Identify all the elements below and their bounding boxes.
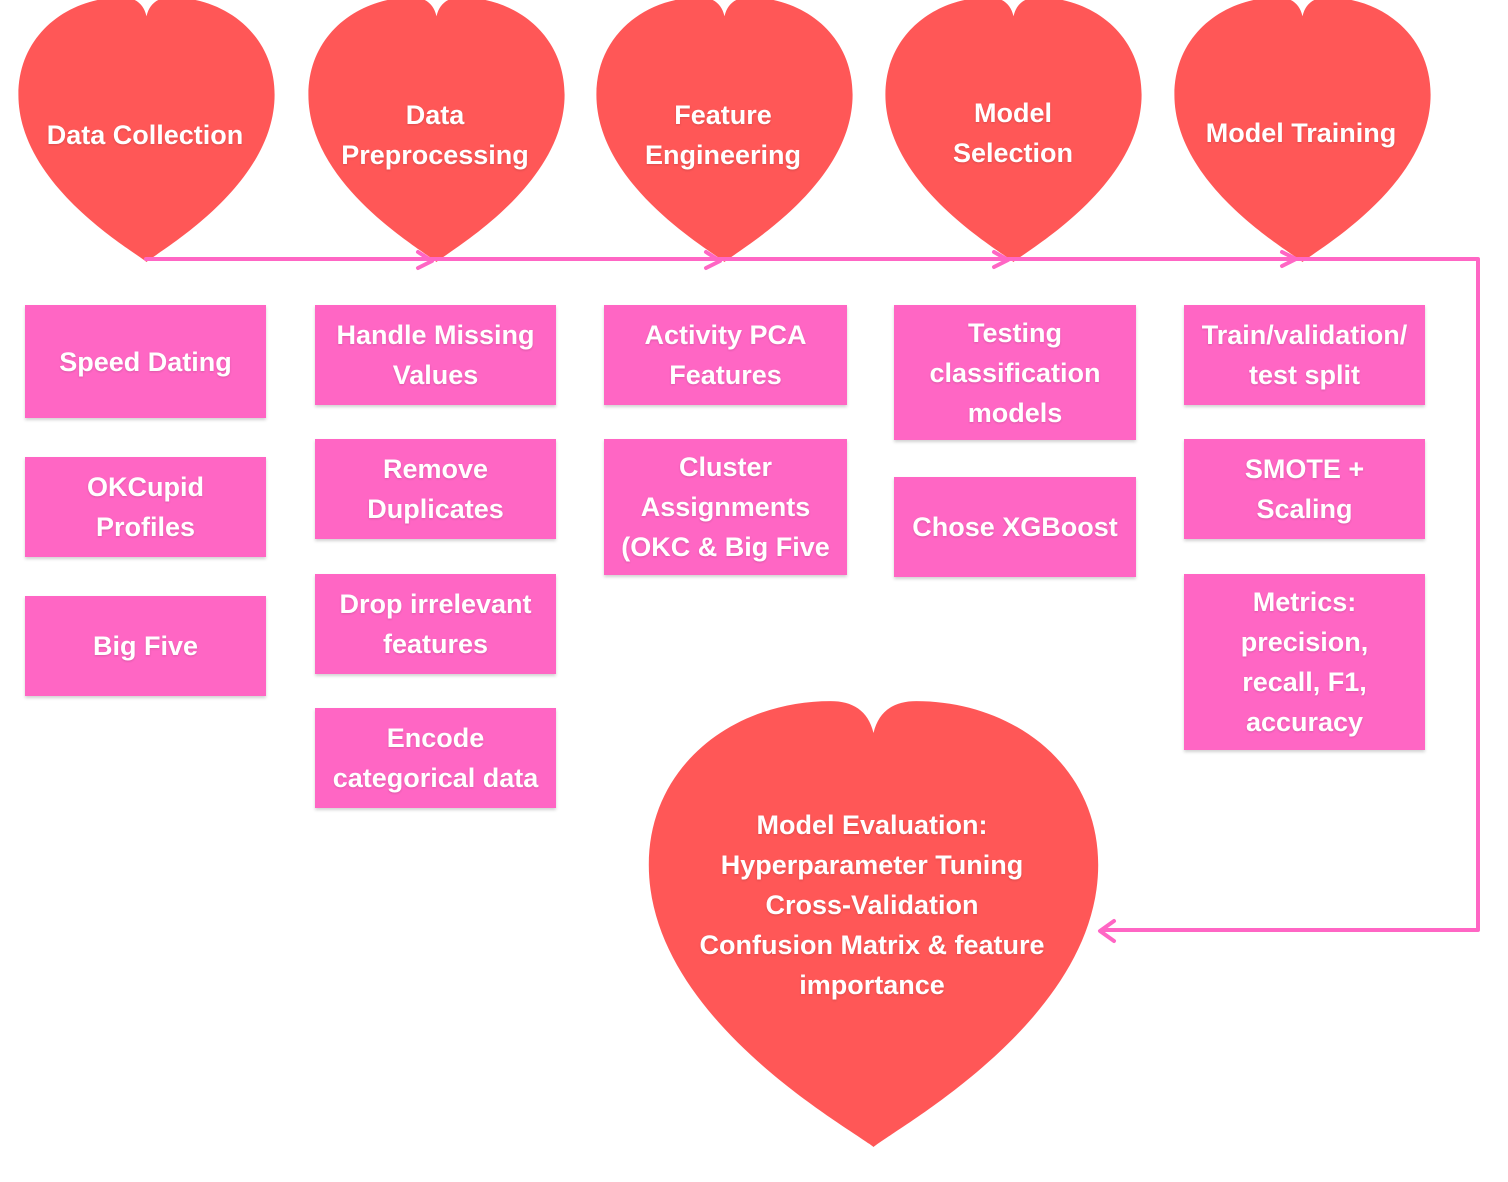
stage-label-data-collection: Data Collection <box>46 120 244 150</box>
stage-label-feature-engineering: Feature Engineering <box>644 100 801 170</box>
step-box-okcupid-profiles: OKCupid Profiles <box>25 457 266 557</box>
step-box-chose-xgboost: Chose XGBoost <box>894 477 1136 577</box>
step-box-metrics: Metrics: precision, recall, F1, accuracy <box>1184 574 1425 750</box>
step-box-testing-classification-models: Testing classification models <box>894 305 1136 440</box>
step-box-handle-missing-values: Handle Missing Values <box>315 305 556 405</box>
step-box-drop-irrelevant-features: Drop irrelevant features <box>315 574 556 674</box>
stage-label-data-preprocessing: Data Preprocessing <box>341 100 529 170</box>
arrow-head-evaluation <box>1098 919 1116 943</box>
step-box-cluster-assignments: Cluster Assignments (OKC & Big Five <box>604 439 847 575</box>
step-box-speed-dating: Speed Dating <box>25 305 266 418</box>
step-box-activity-pca-features: Activity PCA Features <box>604 305 847 405</box>
step-box-big-five: Big Five <box>25 596 266 696</box>
flow-connectors <box>144 250 1480 943</box>
step-box-remove-duplicates: Remove Duplicates <box>315 439 556 539</box>
connector-line-main <box>144 257 1480 932</box>
step-box-encode-categorical-data: Encode categorical data <box>315 708 556 808</box>
arrow-head-preprocessing <box>416 250 434 270</box>
evaluation-label: Model Evaluation: Hyperparameter Tuning … <box>699 810 1045 1000</box>
step-box-train-validation-test-split: Train/validation/ test split <box>1184 305 1425 405</box>
stage-label-model-training: Model Training <box>1205 118 1397 148</box>
arrow-head-model-selection <box>992 250 1010 269</box>
arrow-head-model-training <box>1280 250 1298 268</box>
step-box-smote-scaling: SMOTE + Scaling <box>1184 439 1425 539</box>
arrow-head-feature-engineering <box>704 250 722 270</box>
stage-label-model-selection: Model Selection <box>952 98 1074 168</box>
